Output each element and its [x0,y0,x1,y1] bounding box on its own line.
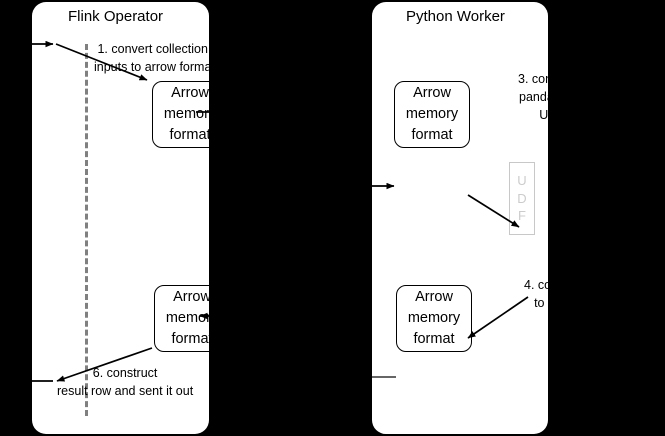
step-label-4-line-2: to arrow [534,296,548,311]
step-label-1-line-2: inputs to arrow forma [94,60,209,75]
arrow-box-line-1: Arrow [413,84,451,101]
panel-flink-operator-title: Flink Operator [68,8,164,25]
step-label-1-line-1: 1. convert collection [97,42,208,56]
step-label-3-line-2: pandas data s [519,90,548,105]
arrow-memory-format-box-flink-in: Arrow memory format [152,81,209,148]
udf-letter-u: U [517,173,527,189]
step-label-3-line-3: UDF w [539,108,548,123]
arrow-box-line-3: format [411,127,453,143]
arrow-box-line-3: format [169,127,209,143]
step-label-4: 4. convert p to arrow [524,276,548,312]
step-label-6-line-2: result row and sent it out [57,384,194,399]
arrow-box-line-2: memory [163,105,209,122]
panel-python-worker-title: Python Worker [406,8,505,25]
lifeline-flink-operator [85,44,88,416]
step-label-3-line-1: 3. convert arro [518,72,548,86]
udf-letter-f: F [518,208,526,224]
step-label-6: 6. construct result row and sent it out [57,364,193,400]
arrow-memory-format-box-python-in: Arrow memory format [394,81,470,148]
panel-python-worker: Python Worker Arrow memory format Arrow … [372,2,548,434]
arrow-box-line-3: format [413,331,455,347]
step-label-6-line-1: 6. construct [92,366,158,380]
udf-letter-d: D [517,190,527,206]
arrow-box-line-2: memory [407,309,461,326]
step-label-4-line-1: 4. convert p [524,278,548,292]
arrow-box-line-3: format [171,331,209,347]
arrow-box-line-1: Arrow [415,288,453,305]
arrow-box-line-1: Arrow [173,288,209,305]
step-label-3: 3. convert arro pandas data s UDF w [518,70,548,124]
arrow-memory-format-box-python-out: Arrow memory format [396,285,472,352]
arrow-box-line-1: Arrow [171,84,209,101]
step-label-1: 1. convert collection inputs to arrow fo… [94,40,209,76]
arrow-box-line-2: memory [405,105,459,122]
udf-box: U D F [509,162,535,235]
arrow-memory-format-box-flink-out: Arrow memory format [154,285,209,352]
panel-flink-operator: Flink Operator Arrow memory format Arrow… [32,2,209,434]
arrow-box-line-2: memory [165,309,209,326]
